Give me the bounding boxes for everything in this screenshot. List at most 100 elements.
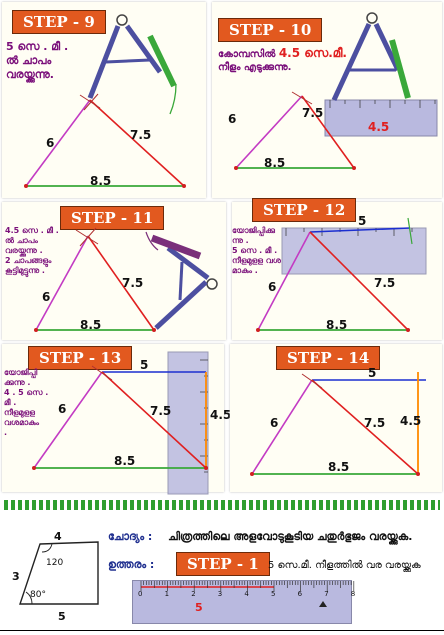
step-12-vertex — [406, 328, 410, 332]
step-13-note: യോജിപ്പി ക്കുന്നു . 4 . 5 സെ . മീ . നീളമ… — [4, 368, 49, 437]
step-9-left-side — [25, 99, 91, 187]
ruler-tick-label: 4 — [244, 590, 249, 598]
step-14-vert-label: 4.5 — [400, 414, 422, 428]
step-12-ruler — [281, 227, 427, 275]
step-10-badge: STEP - 10 — [218, 18, 323, 42]
ruler-tick-label: 6 — [297, 590, 303, 598]
step-13-right-label: 7.5 — [150, 404, 172, 418]
step-11-right-label: 7.5 — [122, 276, 144, 290]
answer-label: ഉത്തരം : — [108, 558, 155, 571]
step-11-note: 4.5 സെ . മീ . ൽ ചാപം വരയ്ക്കുന്നു . 2 ചാ… — [5, 226, 59, 275]
question-angle-bottom-label: 80° — [30, 590, 46, 600]
step-13-left-side — [33, 371, 103, 469]
step-9-note: 5 സെ . മീ . ൽ ചാപം വരയ്ക്കുന്നു. — [6, 40, 69, 81]
step-10-compass-icon — [331, 12, 411, 102]
step-12-top-side — [309, 227, 411, 233]
step-9-left-label: 6 — [46, 136, 55, 150]
step-10-right-side — [301, 95, 355, 169]
question-label: ചോദ്യം : — [108, 530, 153, 543]
step-10-left-label: 6 — [228, 112, 237, 126]
step-12-base-label: 8.5 — [326, 318, 348, 332]
step-10-ruler — [324, 99, 438, 137]
step-12-note: യോജിപ്പിക്കു ന്നു . 5 സെ . മീ . നീളമുളള … — [232, 226, 281, 275]
step-13-vert-label: 4.5 — [210, 408, 232, 422]
step-14-top-label: 5 — [368, 366, 377, 380]
step-10-ruler-value: 4.5 — [368, 120, 390, 134]
ruler-tick-label: 5 — [271, 590, 276, 598]
step-11-right-side — [87, 235, 155, 331]
step-12-left-side — [257, 231, 311, 331]
step-10-left-side — [235, 95, 303, 169]
step-9-vertex — [24, 184, 28, 188]
section-divider — [4, 500, 440, 510]
step-9-right-side — [89, 99, 185, 187]
question-left-label: 3 — [12, 570, 20, 583]
step-12-arc-mark — [407, 217, 413, 245]
step-13-arc-mark — [91, 365, 113, 381]
step-10-note: കോമ്പസിൽ 4.5 സെ.മീ. നീളം എടുക്കുന്നു. — [218, 46, 347, 74]
step-9-arc-mark — [79, 94, 101, 109]
step-11-compass-icon — [145, 231, 218, 330]
step-14-right-side — [311, 379, 419, 475]
step-13-vertex — [32, 466, 36, 470]
step-10-right-label: 7.5 — [302, 106, 324, 120]
step-13-ruler — [167, 351, 209, 495]
step-12-top-label: 5 — [358, 214, 367, 228]
ruler-tick-label: 2 — [191, 590, 196, 598]
step-10-ruler-ticks — [329, 100, 436, 108]
step-10-note-value: 4.5 സെ.മീ. — [278, 46, 347, 60]
step-11-arc-mark-2 — [79, 227, 97, 247]
ruler-tick-label: 0 — [138, 590, 143, 598]
ruler-triangle-icon — [319, 601, 327, 607]
question-row: ചോദ്യം : ചിത്രത്തിലെ അളവോടുകൂടിയ ചതുർഭുജ… — [108, 530, 412, 544]
step-9-vertex — [182, 184, 186, 188]
step-14-right-label: 7.5 — [364, 416, 386, 430]
step-10-arc-mark — [291, 91, 313, 105]
ruler-tick-label: 1 — [164, 590, 170, 598]
step-9-compass-icon — [87, 14, 177, 115]
step-12-vertex — [256, 328, 260, 332]
step-12-right-label: 7.5 — [374, 276, 396, 290]
step-13-badge: STEP - 13 — [28, 346, 133, 370]
step-13-top-label: 5 — [140, 358, 149, 372]
step-13-left-label: 6 — [58, 402, 67, 416]
question-ruler-ticks — [140, 581, 355, 607]
ruler-tick-label: 3 — [217, 590, 223, 598]
step-9-base-label: 8.5 — [90, 174, 112, 188]
step-9-panel — [2, 2, 206, 198]
step-12-left-label: 6 — [268, 280, 277, 294]
question-angle-bottom-arc — [25, 591, 33, 605]
step-10-note-c: നീളം എടുക്കുന്നു. — [218, 61, 292, 73]
step-11-badge: STEP - 11 — [60, 206, 165, 230]
step-11-base-label: 8.5 — [80, 318, 102, 332]
step-13-base-label: 8.5 — [114, 454, 136, 468]
question-top-label: 4 — [54, 530, 62, 543]
step-9-arc-mark-2 — [83, 93, 99, 111]
step-14-left-label: 6 — [270, 416, 279, 430]
step-14-arc-mark — [301, 373, 323, 389]
step-10-vertex — [234, 166, 238, 170]
answer-step-badge: STEP - 1 — [176, 552, 270, 576]
bottom-rule — [0, 630, 444, 631]
answer-text: 5 സെ.മീ. നീളത്തിൽ വര വരയ്ക്കുക — [268, 560, 421, 571]
step-14-badge: STEP - 14 — [276, 346, 381, 370]
step-11-vertex — [34, 328, 38, 332]
question-ruler-tickmarks — [140, 581, 355, 591]
question-ruler-value: 5 — [195, 601, 203, 614]
step-13-right-side — [101, 371, 207, 469]
step-12-badge: STEP - 12 — [252, 198, 357, 222]
step-10-vertex — [352, 166, 356, 170]
step-9-right-label: 7.5 — [130, 128, 152, 142]
step-10-note-a: കോമ്പസിൽ — [218, 49, 279, 60]
step-11-arc-mark — [75, 229, 99, 245]
step-10-base-label: 8.5 — [264, 156, 286, 170]
step-9-badge: STEP - 9 — [12, 10, 106, 34]
step-12-right-side — [309, 231, 409, 331]
